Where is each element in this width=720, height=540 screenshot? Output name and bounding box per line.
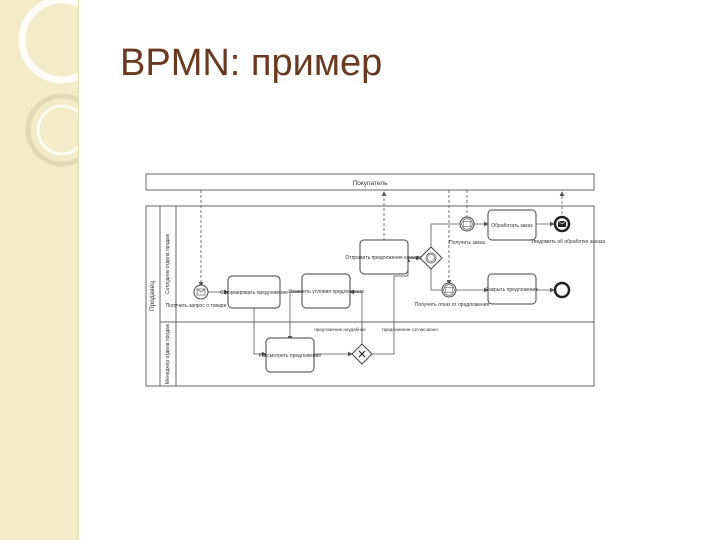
decorative-rings [18,0,78,167]
envelope-icon [463,221,471,227]
end-event-icon [553,281,571,299]
envelope-icon [445,287,453,293]
lane-sales-manager-label: Менеджер отдела продаж [165,323,171,384]
pool-seller-label: Продавец [149,281,156,311]
lane-sales-staff-label: Сотрудник отдела продаж [165,233,171,294]
task-form-offer [227,275,281,309]
decorative-side-strip [0,0,79,540]
event-notify-processing-label: Уведомить об обработке заказа [531,239,605,245]
pool-buyer-label: Покупатель [353,180,389,187]
task-close-offer-label: Закрыть предложение [486,287,538,293]
task-send-offer [359,239,409,275]
label-offer-unsuitable: предложение неудобное [314,327,366,332]
envelope-icon [196,288,206,296]
task-review-offer [265,337,315,373]
intermediate-event-receive-refusal-icon [441,282,457,298]
task-form-offer-label: Сформировать предложение [220,290,288,296]
task-change-terms [301,273,351,309]
task-review-offer-label: Рассмотреть предложение [259,353,321,359]
label-offer-agreed: предложение согласовано [382,327,438,332]
event-receive-refusal-label: Получить отказ от предложения [415,302,490,308]
pool-buyer [145,173,595,191]
event-receive-order-label: Получить заказ [449,240,485,246]
event-receive-request-label: Получить запрос о товаре [166,303,227,309]
task-change-terms-label: Изменить условия предложения [288,289,364,295]
event-gateway-icon [419,246,443,270]
task-process-order [487,209,537,241]
slide-title: BPMN: пример [120,42,383,84]
task-process-order-label: Обработать заказ [491,223,533,229]
task-close-offer [487,273,537,305]
intermediate-event-receive-order-icon [459,216,475,232]
task-send-offer-label: Отправить предложение клиенту [345,255,423,261]
